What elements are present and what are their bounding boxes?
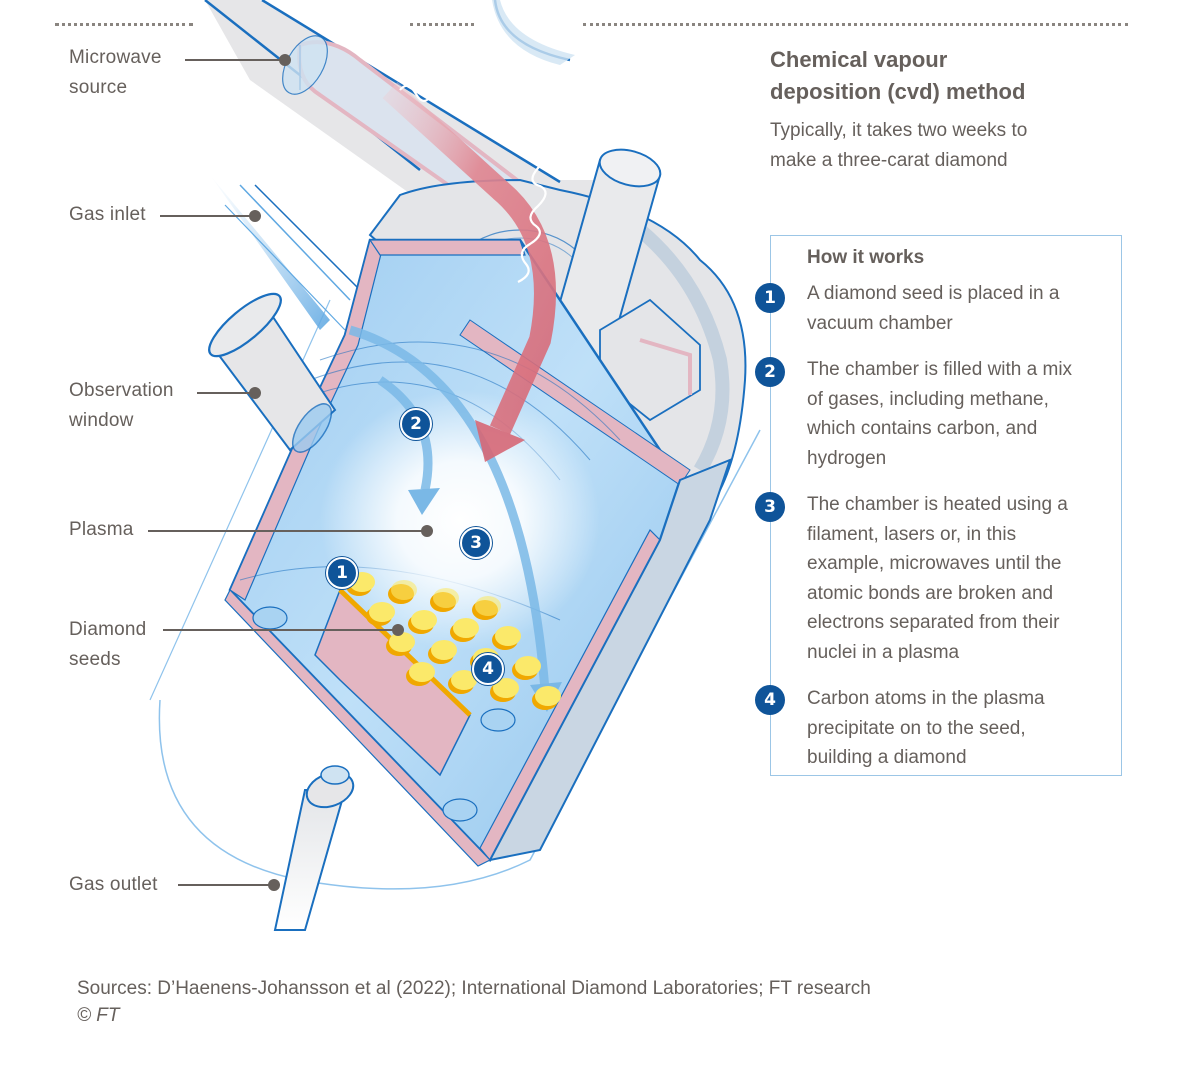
diamond-seed [515,656,541,676]
step-3-text: The chamber is heated using a filament, … [807,490,1117,667]
step-line: The chamber is filled with a mix [807,359,1073,380]
gas-inlet-streaks [210,175,371,331]
step-line: which contains carbon, and [807,418,1038,439]
diamond-seed [369,602,395,622]
diamond-seed [451,670,477,690]
label-gas-inlet: Gas inlet [69,204,146,225]
diamond-seed [453,618,479,638]
step-line: of gases, including methane, [807,388,1049,410]
step-line: atomic bonds are broken and [807,582,1054,604]
step-line: electrons separated from their [807,612,1060,633]
sources-note: Sources: D’Haenens-Johansson et al (2022… [77,978,871,999]
top-dotted-rule-right [583,23,1128,26]
diamond-seed [409,662,435,682]
step-line: hydrogen [807,447,887,469]
step-4-text: Carbon atoms in the plasma precipitate o… [807,684,1117,773]
diamond-seed [433,588,459,608]
step-line: The chamber is heated using a [807,494,1068,515]
diamond-seeds [346,572,561,710]
microwave-wave [399,84,547,283]
label-line: source [69,77,128,98]
diamond-seed [411,610,437,630]
step-badge-1: 1 [755,283,785,313]
subtitle-line: Typically, it takes two weeks to [770,120,1028,141]
step-line: precipitate on to the seed, [807,717,1026,739]
top-dotted-rule-middle [410,23,474,26]
diagram-marker-3: 3 [460,527,492,559]
label-line: Observation [69,380,174,401]
diamond-seed [475,596,501,616]
label-plasma: Plasma [69,519,134,540]
diagram-marker-1: 1 [326,557,358,589]
step-line: A diamond seed is placed in a [807,283,1060,304]
top-dotted-rule-left [55,23,193,26]
cvd-reactor-illustration [148,0,761,931]
how-it-works-title: How it works [807,247,925,268]
diagram-marker-4: 4 [472,653,504,685]
microwave-arrow [382,81,556,435]
title-line: deposition (cvd) method [770,79,1026,104]
step-badge-2: 2 [755,357,785,387]
label-line: seeds [69,649,121,670]
observation-window-tube [208,292,337,453]
label-diamond-seeds: Diamond seeds [69,615,146,675]
title-line: Chemical vapour [770,47,948,72]
step-1-text: A diamond seed is placed in a vacuum cha… [807,279,1117,338]
diamond-seed [535,686,561,706]
step-line: building a diamond [807,747,967,768]
copyright: © FT [77,1005,120,1026]
how-it-works-box: How it works 1 A diamond seed is placed … [755,235,1122,776]
chamber-wall-bottom [224,588,491,867]
diamond-seed [495,626,521,646]
chamber-shell-right [488,458,732,862]
diagram-marker-2: 2 [400,408,432,440]
label-observation-window: Observation window [69,376,174,436]
page-title: Chemical vapour deposition (cvd) method [770,44,1130,108]
diamond-seed [389,632,415,652]
leader-lines [148,54,433,891]
diamond-seed [431,640,457,660]
subtitle-line: make a three-carat diamond [770,150,1008,171]
label-microwave-source: Microwave source [69,43,162,103]
step-line: example, microwaves until the [807,553,1062,574]
step-badge-4: 4 [755,685,785,715]
label-line: Diamond [69,619,147,640]
label-line: Microwave [69,47,162,68]
label-gas-outlet: Gas outlet [69,874,158,895]
step-line: nuclei in a plasma [807,641,960,663]
diamond-seed [493,678,519,698]
step-line: Carbon atoms in the plasma [807,688,1045,709]
gas-outlet-pipe [273,765,355,931]
step-badge-3: 3 [755,492,785,522]
top-arc-fill [492,0,575,65]
step-2-text: The chamber is filled with a mix of gase… [807,355,1117,473]
step-line: vacuum chamber [807,312,953,334]
chamber-wall-top [368,239,526,256]
subtitle: Typically, it takes two weeks to make a … [770,116,1130,176]
label-line: window [69,410,134,431]
diamond-seed [391,580,417,600]
step-line: filament, lasers or, in this [807,523,1017,545]
